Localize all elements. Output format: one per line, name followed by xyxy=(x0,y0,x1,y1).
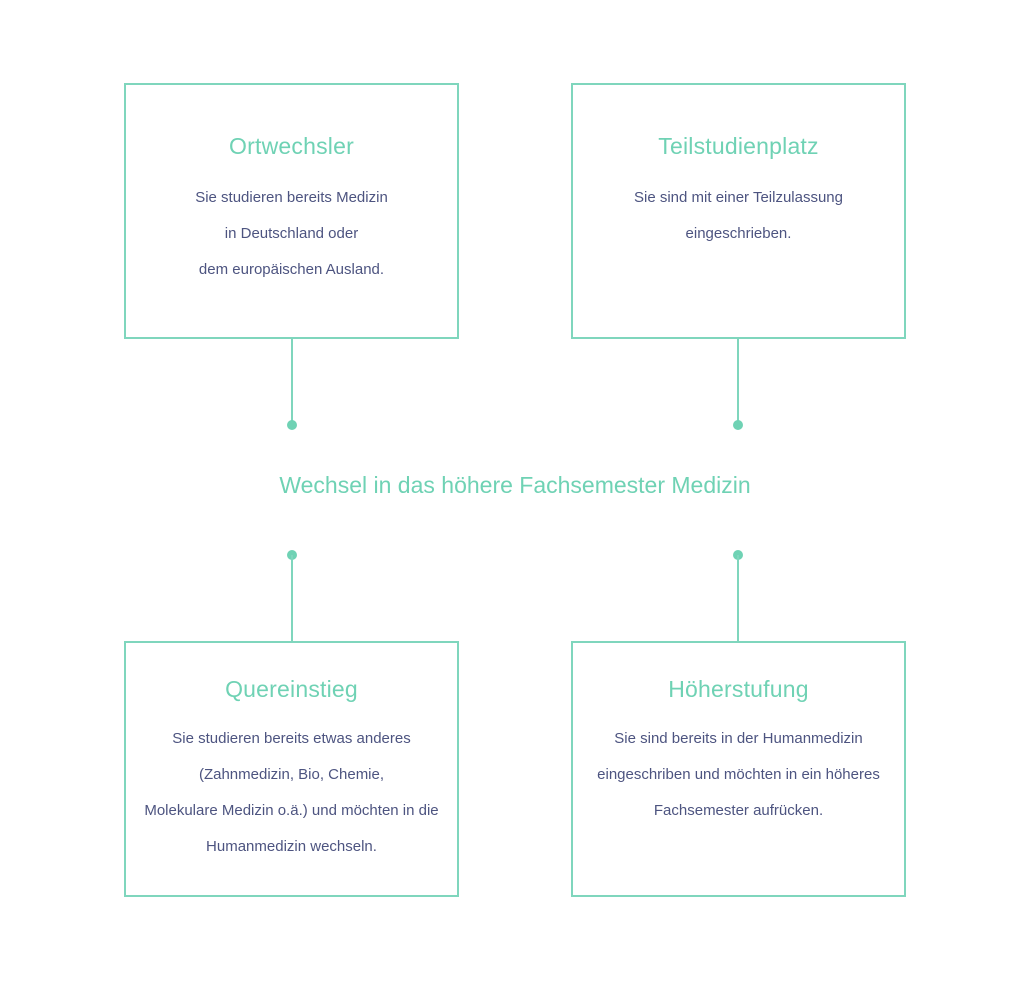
box-teilstudienplatz-title: Teilstudienplatz xyxy=(658,133,819,159)
box-hoeherstufung-line: Fachsemester aufrücken. xyxy=(653,802,824,819)
box-ortwechsler-line: dem europäischen Ausland. xyxy=(198,261,385,278)
center-title: Wechsel in das höhere Fachsemester Mediz… xyxy=(279,472,751,498)
connector-line-top-left xyxy=(291,339,293,425)
box-ortwechsler-line: in Deutschland oder xyxy=(224,225,359,242)
box-hoeherstufung-title: Höherstufung xyxy=(668,676,809,702)
box-quereinstieg-line: (Zahnmedizin, Bio, Chemie, xyxy=(198,766,385,783)
box-hoeherstufung-line: eingeschriben und möchten in ein höheres xyxy=(597,766,880,783)
box-quereinstieg-line: Sie studieren bereits etwas anderes xyxy=(172,730,411,747)
box-ortwechsler-line: Sie studieren bereits Medizin xyxy=(195,189,388,206)
box-ortwechsler: Ortwechsler Sie studieren bereits Medizi… xyxy=(124,83,459,339)
box-teilstudienplatz-line: Sie sind mit einer Teilzulassung xyxy=(634,189,843,206)
box-teilstudienplatz-text: Sie sind mit einer Teilzulassung eingesc… xyxy=(573,180,904,252)
box-ortwechsler-title: Ortwechsler xyxy=(229,133,354,159)
box-hoeherstufung: Höherstufung Sie sind bereits in der Hum… xyxy=(571,641,906,897)
box-quereinstieg-line: Molekulare Medizin o.ä.) und möchten in … xyxy=(144,802,439,819)
box-quereinstieg-text: Sie studieren bereits etwas anderes (Zah… xyxy=(126,721,457,865)
box-hoeherstufung-line: Sie sind bereits in der Humanmedizin xyxy=(614,730,863,747)
box-quereinstieg-title: Quereinstieg xyxy=(225,676,358,702)
connector-line-top-right xyxy=(737,339,739,425)
box-hoeherstufung-text: Sie sind bereits in der Humanmedizin ein… xyxy=(573,721,904,829)
box-quereinstieg-line: Humanmedizin wechseln. xyxy=(206,838,377,855)
connector-line-bottom-left xyxy=(291,555,293,642)
connector-dot-top-left xyxy=(287,420,297,430)
box-quereinstieg: Quereinstieg Sie studieren bereits etwas… xyxy=(124,641,459,897)
box-teilstudienplatz-line: eingeschrieben. xyxy=(685,225,792,242)
box-ortwechsler-text: Sie studieren bereits Medizin in Deutsch… xyxy=(126,180,457,288)
connector-dot-top-right xyxy=(733,420,743,430)
box-teilstudienplatz: Teilstudienplatz Sie sind mit einer Teil… xyxy=(571,83,906,339)
connector-line-bottom-right xyxy=(737,555,739,642)
